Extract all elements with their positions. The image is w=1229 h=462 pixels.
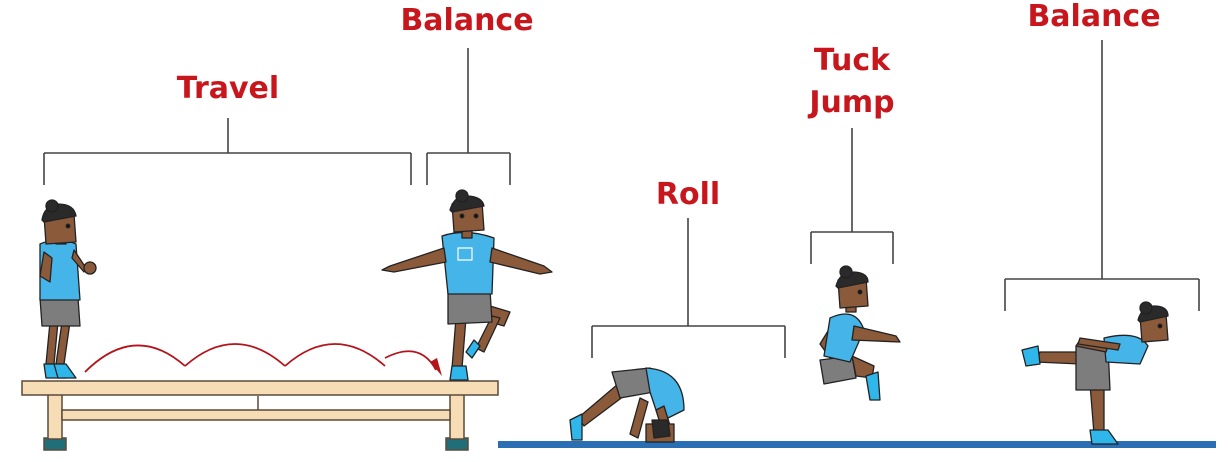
figure-roll bbox=[569, 367, 685, 443]
figure-balance-beam bbox=[381, 189, 553, 381]
label-balance-floor: Balance bbox=[1027, 0, 1161, 34]
label-balance-beam: Balance bbox=[400, 3, 534, 38]
travel-arcs bbox=[84, 343, 437, 373]
bench bbox=[21, 380, 499, 451]
figure-balance-floor bbox=[1021, 301, 1169, 445]
brackets bbox=[43, 40, 1200, 358]
bracket-roll bbox=[591, 218, 786, 358]
label-roll: Roll bbox=[655, 177, 721, 212]
bench-top bbox=[21, 380, 499, 396]
floor-mat bbox=[498, 441, 1216, 448]
bracket-balance-beam bbox=[426, 48, 511, 185]
travel-arrowhead bbox=[430, 358, 442, 376]
bracket-tuck-jump bbox=[810, 128, 894, 264]
bench-foot-right bbox=[445, 437, 469, 451]
label-travel: Travel bbox=[176, 71, 280, 106]
bench-foot-left bbox=[43, 437, 67, 451]
label-tuck-line2: Jump bbox=[809, 85, 895, 120]
bracket-balance-floor bbox=[1004, 40, 1200, 311]
bracket-travel bbox=[43, 118, 412, 185]
label-tuck-line1: Tuck bbox=[813, 43, 891, 78]
figure-travel bbox=[39, 199, 97, 379]
figure-tuck-jump bbox=[819, 265, 901, 401]
